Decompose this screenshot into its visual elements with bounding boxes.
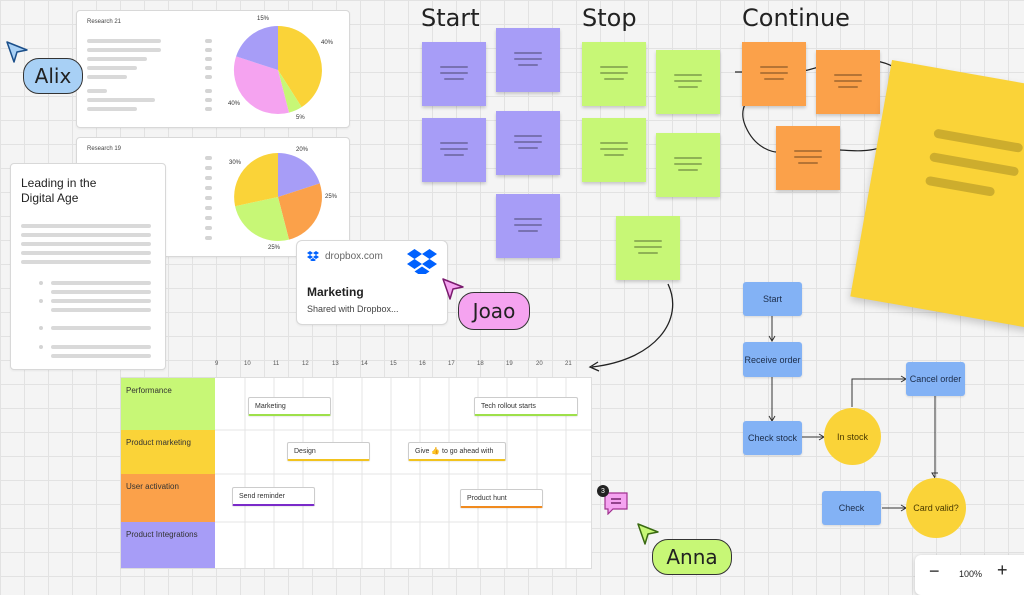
zoom-in-button[interactable]: + xyxy=(997,560,1008,580)
sticky-note-stop[interactable] xyxy=(616,216,680,280)
sticky-note-stop[interactable] xyxy=(656,133,720,197)
card-title: Research 19 xyxy=(87,146,122,152)
hour-label: 14 xyxy=(361,361,368,367)
pie-label: 15% xyxy=(257,16,270,22)
comment-icon xyxy=(604,492,628,516)
cursor-label-anna: Anna xyxy=(652,539,732,575)
row-label-user-activation: User activation xyxy=(121,474,215,522)
comment-bubble[interactable]: 3 xyxy=(597,485,629,516)
dropbox-icon xyxy=(307,251,319,261)
sticky-note-continue[interactable] xyxy=(742,42,806,106)
pie-label: 25% xyxy=(268,245,281,251)
zoom-level: 100% xyxy=(959,569,983,579)
sticky-note-start[interactable] xyxy=(496,28,560,92)
flowchart-in-stock[interactable]: In stock xyxy=(824,408,881,465)
research-card-21[interactable]: Research 21 15% 40% 40% 5% xyxy=(76,10,350,128)
hour-label: 15 xyxy=(390,361,397,367)
hour-label: 10 xyxy=(244,361,251,367)
flowchart-card-valid[interactable]: Card valid? xyxy=(906,478,966,538)
flowchart-start[interactable]: Start xyxy=(743,282,802,316)
task-tech-rollout[interactable]: Tech rollout starts xyxy=(474,397,578,416)
sticky-note-start[interactable] xyxy=(422,118,486,182)
task-product-hunt[interactable]: Product hunt xyxy=(460,489,543,508)
cursor-pointer-icon xyxy=(637,523,659,545)
hour-label: 21 xyxy=(565,361,572,367)
hour-label: 18 xyxy=(477,361,484,367)
column-title-start: Start xyxy=(421,4,480,32)
hour-label: 16 xyxy=(419,361,426,367)
flowchart-check-stock[interactable]: Check stock xyxy=(743,421,802,455)
pie-label: 5% xyxy=(296,115,305,121)
row-label-performance: Performance xyxy=(121,378,215,430)
flowchart-cancel-order[interactable]: Cancel order xyxy=(906,362,965,396)
pie-label: 40% xyxy=(228,101,241,107)
flowchart-receive-order[interactable]: Receive order xyxy=(743,342,802,377)
sticky-note-start[interactable] xyxy=(496,111,560,175)
task-send-reminder[interactable]: Send reminder xyxy=(232,487,315,506)
sticky-note-continue[interactable] xyxy=(776,126,840,190)
hour-label: 19 xyxy=(506,361,513,367)
dropbox-subtitle: Shared with Dropbox... xyxy=(307,304,399,314)
sticky-note-start[interactable] xyxy=(422,42,486,106)
sticky-note-stop[interactable] xyxy=(656,50,720,114)
timeline[interactable]: Performance Product marketing User activ… xyxy=(120,377,592,569)
dropbox-domain: dropbox.com xyxy=(325,251,383,262)
task-give-go-ahead[interactable]: Give 👍 to go ahead with xyxy=(408,442,506,461)
zoom-out-button[interactable]: − xyxy=(929,561,940,581)
sticky-note-stop[interactable] xyxy=(582,118,646,182)
comment-count-badge: 3 xyxy=(597,485,609,497)
pie-chart xyxy=(233,25,322,115)
flowchart-check[interactable]: Check xyxy=(822,491,881,525)
dropbox-card[interactable]: dropbox.com Marketing Shared with Dropbo… xyxy=(296,240,448,325)
document-card[interactable]: Leading in the Digital Age xyxy=(10,163,166,370)
zoom-control: − 100% + xyxy=(915,555,1024,595)
sticky-note-start[interactable] xyxy=(496,194,560,258)
sticky-note-continue[interactable] xyxy=(816,50,880,114)
hour-label: 13 xyxy=(332,361,339,367)
cursor-label-joao: Joao xyxy=(458,292,530,330)
hour-label: 9 xyxy=(215,361,219,367)
cursor-label-alix: Alix xyxy=(23,58,83,94)
column-title-stop: Stop xyxy=(582,4,637,32)
sticky-note-stop[interactable] xyxy=(582,42,646,106)
cursor-pointer-icon xyxy=(6,41,28,63)
pie-label: 30% xyxy=(229,160,242,166)
hour-label: 12 xyxy=(302,361,309,367)
pie-label: 25% xyxy=(325,194,338,200)
pie-chart xyxy=(234,153,322,241)
hour-label: 11 xyxy=(273,361,280,367)
dropbox-logo-icon xyxy=(407,249,437,274)
hour-label: 20 xyxy=(536,361,543,367)
task-marketing[interactable]: Marketing xyxy=(248,397,331,416)
pie-label: 40% xyxy=(321,40,334,46)
card-title: Research 21 xyxy=(87,19,122,25)
row-label-product-marketing: Product marketing xyxy=(121,430,215,474)
doc-title: Leading in the Digital Age xyxy=(21,176,97,205)
row-label-product-integrations: Product Integrations xyxy=(121,522,215,568)
hour-label: 17 xyxy=(448,361,455,367)
dropbox-title: Marketing xyxy=(307,285,364,299)
task-design[interactable]: Design xyxy=(287,442,370,461)
timeline-header: 9 10 11 12 13 14 15 16 17 18 19 20 21 xyxy=(120,361,590,375)
pie-label: 20% xyxy=(296,147,309,153)
column-title-continue: Continue xyxy=(742,4,850,32)
cursor-pointer-icon xyxy=(442,278,464,300)
